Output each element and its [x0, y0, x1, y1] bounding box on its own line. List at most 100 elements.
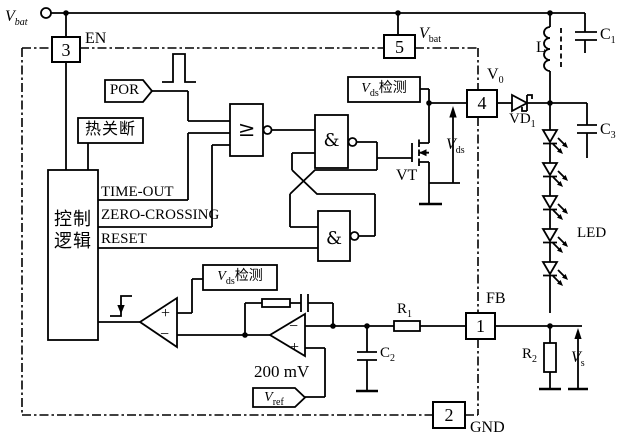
vbat-source-label: Vbat	[5, 8, 28, 29]
pin-en-label: EN	[85, 30, 107, 47]
vds-detect-top-v: V	[361, 81, 370, 96]
vds-detect-bot-sub: ds	[225, 275, 235, 287]
led-label: LED	[577, 225, 607, 241]
pin-en-number: 3	[61, 40, 71, 60]
error-amp-plus-label: +	[290, 339, 300, 356]
vds-detect-top-sub: ds	[369, 87, 379, 99]
vds-arrowhead-icon	[449, 106, 457, 118]
c1-label: C1	[600, 26, 616, 47]
reset-label: RESET	[101, 231, 147, 247]
timeout-label: TIME-OUT	[101, 184, 174, 200]
capacitor-c3	[577, 103, 597, 158]
vs-arrowhead-icon	[574, 328, 582, 339]
pin-fb-number: 1	[476, 316, 485, 336]
vbat-source-sub: bat	[14, 17, 28, 29]
capacitor-c2	[356, 326, 378, 393]
inductor-label: L	[536, 39, 546, 56]
vds-value-label: Vds	[446, 136, 465, 157]
pin-vbat-box	[383, 34, 416, 59]
control-logic-block	[47, 169, 99, 341]
vds-detect-bottom-block	[202, 264, 278, 291]
pin-gnd-label: GND	[470, 419, 505, 436]
vs-label-sub: s	[580, 358, 585, 370]
vds-detect-bot-text: 检测	[234, 269, 263, 284]
pin-vo-number: 4	[477, 93, 487, 113]
c1-label-sub: 1	[610, 35, 616, 47]
c1-label-main: C	[600, 26, 611, 43]
thermal-shutdown-block	[77, 117, 144, 170]
vds-detect-bot-v: V	[217, 269, 226, 284]
inductor	[543, 13, 562, 130]
c2-label-main: C	[380, 345, 391, 361]
vref-label-v: V	[264, 390, 273, 405]
mosfet-vt	[411, 103, 442, 206]
pin-gnd-number: 2	[444, 405, 454, 425]
pwm-comparator	[98, 278, 245, 349]
control-logic-label-line1: 控制	[54, 209, 92, 229]
nand2-label: &	[325, 228, 343, 249]
error-amp-minus-label: −	[289, 318, 299, 335]
vds-arrow	[429, 106, 460, 184]
c3-label-main: C	[600, 121, 611, 138]
vds-detect-bottom-label: Vds检测	[203, 269, 277, 287]
vds-detect-top-text: 检测	[378, 81, 407, 96]
edge-arrowhead-icon	[117, 305, 125, 314]
vs-label-v: V	[571, 349, 581, 366]
pin-vbat-number: 5	[395, 37, 404, 57]
or-gate	[229, 103, 315, 157]
vs-arrow	[568, 328, 588, 391]
c3-label-sub: 3	[610, 130, 616, 142]
por-tag	[104, 79, 230, 122]
vds-value-v: V	[446, 136, 456, 153]
por-label: POR	[109, 82, 140, 98]
vds-detect-top-label: Vds检测	[348, 81, 420, 99]
ic-boundary	[21, 47, 479, 416]
control-logic-label-line2: 逻辑	[54, 231, 92, 251]
vo-label-sub: 0	[498, 75, 504, 87]
comparator-minus-label: −	[160, 326, 170, 343]
capacitor-c1	[575, 31, 597, 53]
feedback-resistor	[261, 298, 291, 308]
reference-value-label: 200 mV	[254, 362, 310, 381]
vd1-label-main: VD	[509, 111, 531, 127]
vo-label: V0	[487, 66, 504, 87]
nand-latch	[289, 114, 412, 262]
vo-label-v: V	[487, 66, 499, 83]
comparator-plus-label: +	[161, 305, 171, 322]
vbat-terminal-icon	[40, 7, 52, 19]
vbat-source-v: V	[5, 8, 15, 25]
vd1-diode	[497, 93, 587, 113]
junction-dots	[63, 10, 553, 338]
thermal-shutdown-label: 热关断	[84, 121, 136, 138]
zero-crossing-label: ZERO-CROSSING	[101, 207, 220, 223]
or-gate-label: ≥	[237, 117, 256, 141]
vds-value-sub: ds	[455, 145, 465, 157]
c2-label-sub: 2	[390, 353, 396, 364]
c3-label: C3	[600, 121, 616, 142]
error-amplifier	[244, 294, 466, 398]
resistor-r2	[539, 326, 561, 391]
r1-label: R1	[397, 301, 413, 320]
vs-label: Vs	[571, 349, 585, 370]
vref-label: Vref	[253, 390, 295, 408]
r1-label-sub: 1	[407, 309, 413, 320]
power-rail	[40, 7, 586, 37]
led-string	[541, 129, 568, 313]
r2-label: R2	[522, 347, 538, 365]
vt-label: VT	[396, 167, 418, 184]
vref-label-sub: ref	[272, 396, 284, 408]
pin-vbat-label-v: V	[419, 25, 429, 42]
vd1-label: VD1	[509, 111, 536, 130]
pin-fb-label: FB	[486, 290, 506, 307]
r2-label-sub: 2	[532, 354, 538, 365]
pin-vbat-label: Vbat	[419, 25, 441, 46]
mosfet-body-arrow-icon	[419, 149, 427, 157]
c2-label: C2	[380, 345, 396, 364]
pulse-icon	[162, 53, 196, 83]
r1-label-main: R	[397, 301, 408, 317]
pin-vbat-label-sub: bat	[428, 34, 441, 46]
vref-tag	[252, 387, 307, 408]
nand1-label: &	[323, 130, 340, 151]
